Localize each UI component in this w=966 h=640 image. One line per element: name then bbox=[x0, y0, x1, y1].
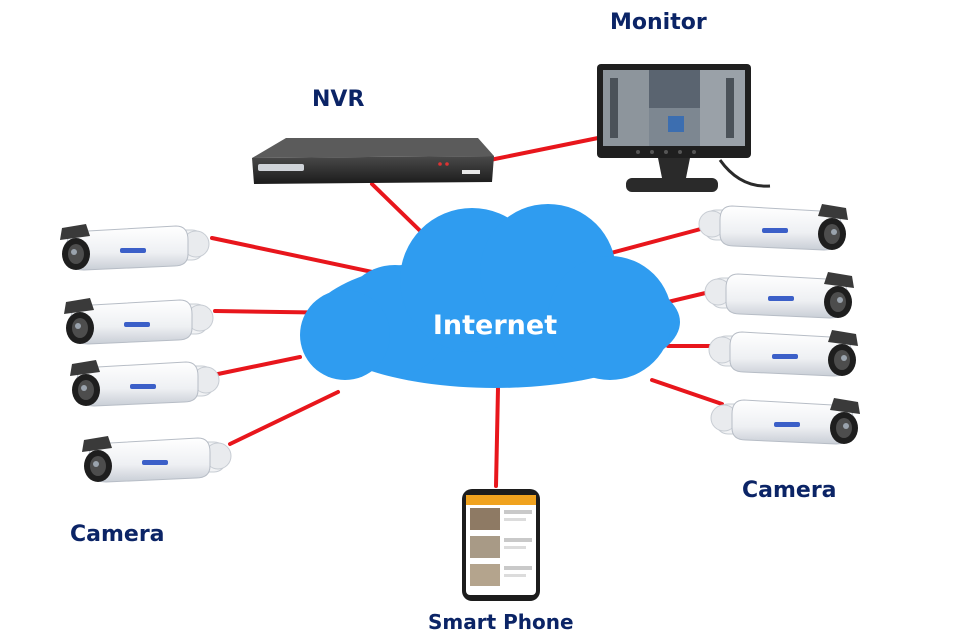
nvr-recorder-icon bbox=[252, 138, 494, 184]
bullet-camera-icon bbox=[63, 297, 214, 345]
bullet-camera-icon bbox=[59, 223, 210, 271]
bullet-camera-icon bbox=[710, 397, 861, 445]
link-nvr-monitor bbox=[488, 136, 600, 162]
link-camera-left-1 bbox=[210, 236, 384, 276]
link-phone bbox=[494, 386, 500, 488]
link-camera-right-4 bbox=[650, 378, 724, 406]
cloud-icon bbox=[300, 204, 680, 388]
bullet-camera-icon bbox=[698, 203, 849, 251]
link-camera-right-1 bbox=[594, 224, 714, 259]
monitor-label: Monitor bbox=[610, 10, 707, 35]
connection-lines bbox=[210, 136, 726, 488]
bullet-camera-icon bbox=[708, 329, 859, 377]
bullet-camera-icon bbox=[704, 271, 855, 319]
bullet-camera-icon bbox=[69, 359, 220, 407]
bullet-camera-icon bbox=[81, 435, 232, 483]
smart-phone-label: Smart Phone bbox=[428, 610, 574, 634]
smartphone-icon bbox=[462, 489, 540, 601]
monitor-icon bbox=[597, 64, 771, 192]
link-camera-left-3 bbox=[216, 355, 302, 376]
link-camera-left-4 bbox=[228, 390, 340, 446]
nvr-label: NVR bbox=[312, 87, 365, 112]
camera-left-label: Camera bbox=[70, 522, 165, 547]
camera-right-label: Camera bbox=[742, 478, 837, 503]
internet-label: Internet bbox=[432, 310, 558, 341]
